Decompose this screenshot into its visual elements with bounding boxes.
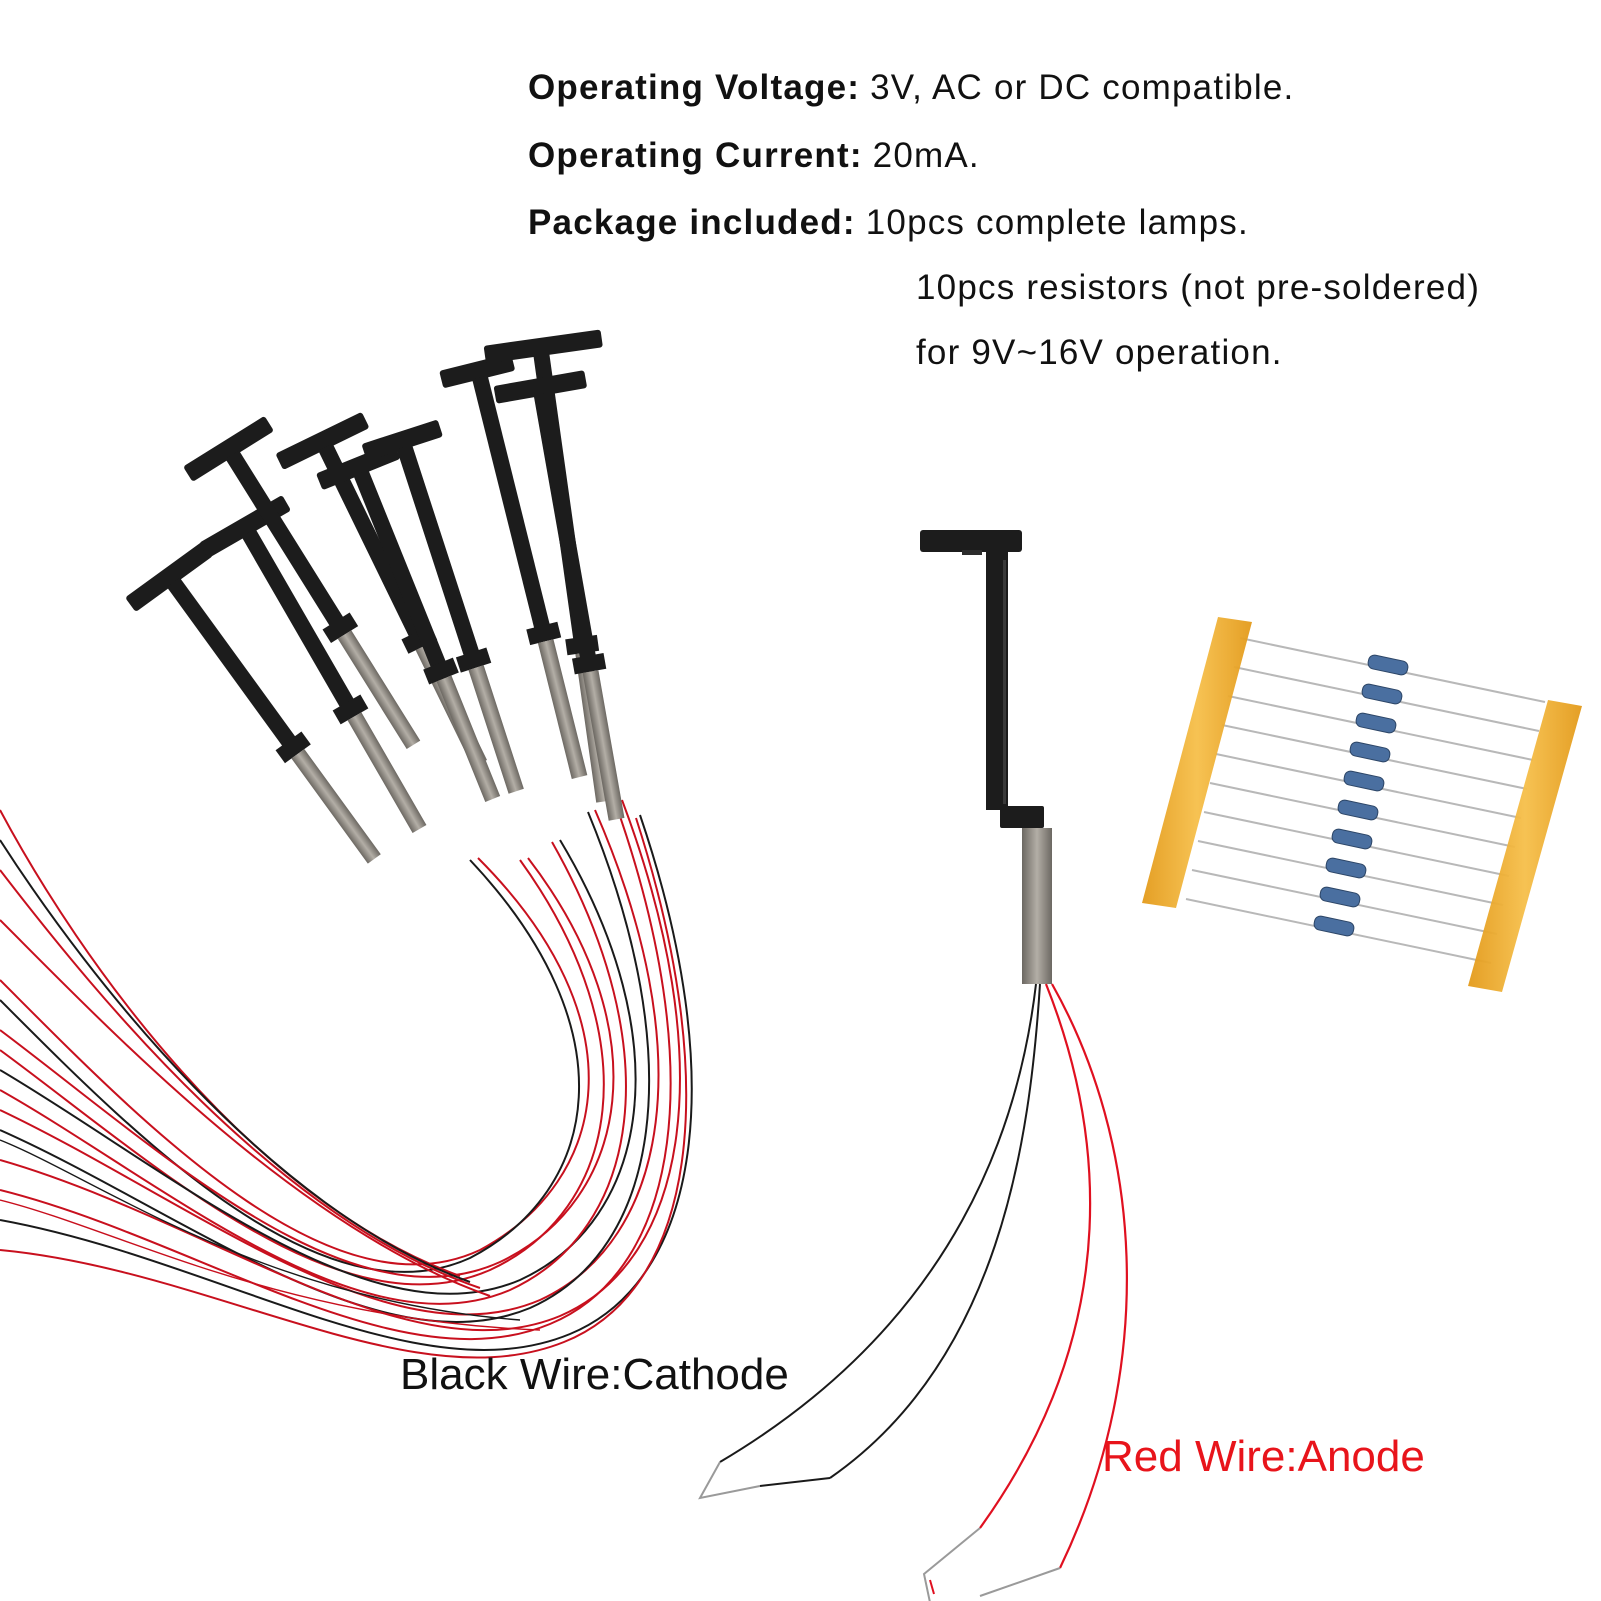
lamp-group — [126, 329, 625, 864]
spec-voltage: Operating Voltage:3V, AC or DC compatibl… — [528, 68, 1294, 108]
lamp — [184, 416, 421, 750]
spec-package: Package included:10pcs complete lamps. — [528, 203, 1249, 243]
single-lamp-wires — [698, 983, 1128, 1601]
spec-current: Operating Current:20mA. — [528, 136, 980, 176]
tape-left — [1142, 617, 1252, 908]
tape-right — [1468, 700, 1582, 992]
wire-bundle — [0, 799, 693, 1359]
spec-package-key: Package included: — [528, 203, 856, 242]
lamp — [200, 496, 427, 833]
spec-voltage-key: Operating Voltage: — [528, 68, 861, 107]
lamp — [439, 353, 588, 779]
spec-current-key: Operating Current: — [528, 136, 863, 175]
lamp — [493, 370, 625, 821]
package-line-resistors: 10pcs resistors (not pre-soldered) — [916, 268, 1481, 307]
lamp — [362, 420, 524, 794]
spec-current-value: 20mA. — [872, 136, 980, 175]
package-line-operation: for 9V~16V operation. — [916, 333, 1283, 372]
spec-voltage-value: 3V, AC or DC compatible. — [870, 68, 1295, 107]
resistor-strip — [1142, 617, 1582, 992]
black-wire-label: Black Wire:Cathode — [400, 1350, 789, 1399]
red-wire-label: Red Wire:Anode — [1102, 1432, 1425, 1481]
spec-package-value: 10pcs complete lamps. — [865, 203, 1249, 242]
lamp — [126, 542, 381, 864]
single-lamp — [920, 530, 1052, 984]
